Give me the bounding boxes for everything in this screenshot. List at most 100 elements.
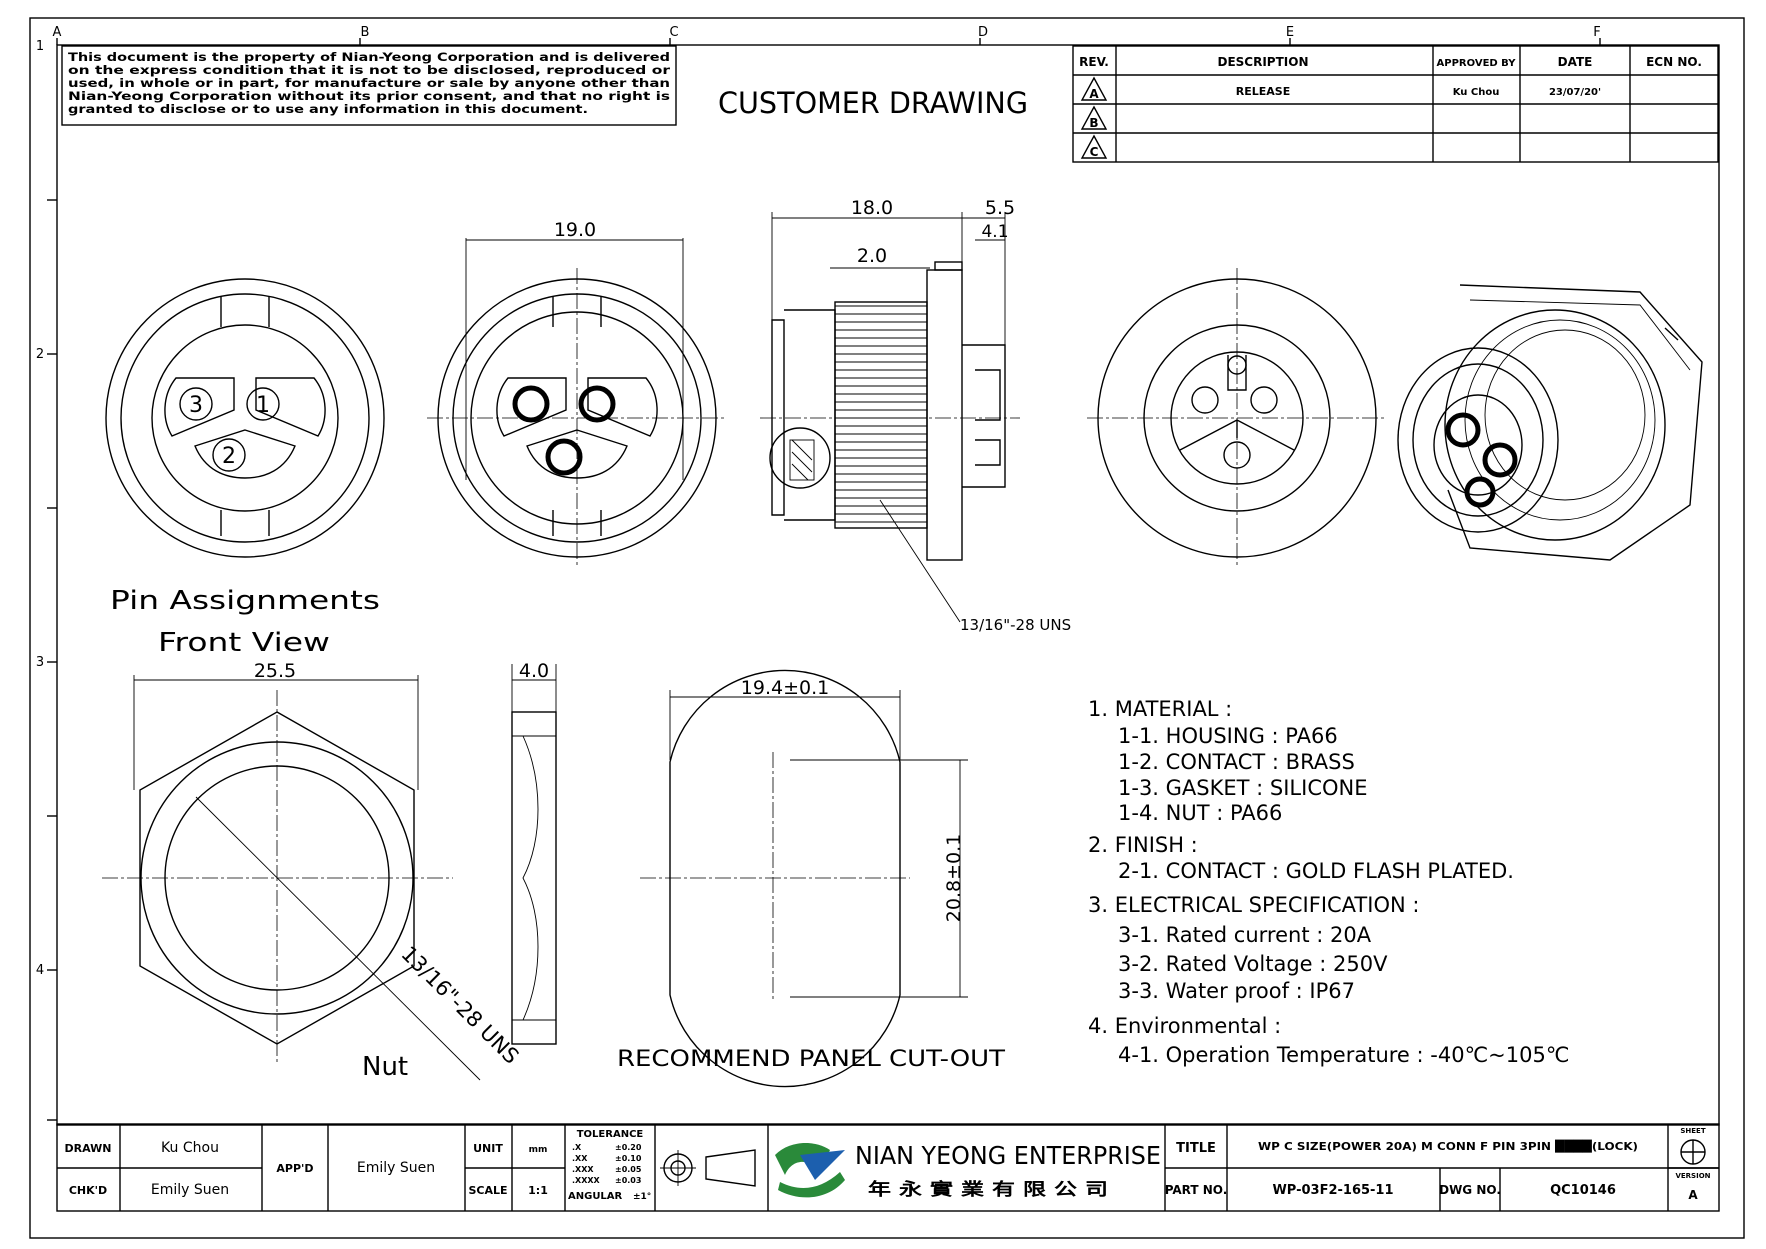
nut-thickness-dim: 4.0 (519, 660, 549, 682)
isometric-view (1397, 284, 1703, 561)
dwg-label: DWG NO. (1439, 1183, 1501, 1197)
side-view (760, 212, 1020, 623)
spec-line: 1-2. CONTACT : BRASS (1118, 750, 1355, 774)
version-label: VERSION (1675, 1172, 1710, 1180)
svg-text:used, in whole or in part, for: used, in whole or in part, for manufactu… (68, 76, 670, 90)
thread-spec-label: 13/16"-28 UNS (960, 616, 1071, 634)
notice-box (61, 45, 677, 126)
nut-caption: Nut (362, 1052, 408, 1082)
spec-line: 4-1. Operation Temperature : -40℃~105℃ (1118, 1043, 1569, 1067)
approved-value: Emily Suen (357, 1160, 435, 1176)
spec-line: 1-1. HOUSING : PA66 (1118, 724, 1338, 748)
unit-label: UNIT (473, 1142, 503, 1155)
approved-label: APP'D (276, 1162, 313, 1175)
spec-line: 4. Environmental : (1088, 1014, 1281, 1038)
front-view-caption: Front View (158, 628, 330, 658)
rev-a-description: RELEASE (1236, 85, 1290, 98)
approved-header: APPROVED BY (1437, 58, 1517, 69)
spec-notes: 1. MATERIAL : 1-1. HOUSING : PA66 1-2. C… (1088, 697, 1569, 1067)
nut-side-view (511, 664, 557, 1045)
sheet-label: SHEET (1680, 1127, 1705, 1135)
angular-label: ANGULAR (568, 1191, 623, 1202)
title-value: WP C SIZE(POWER 20A) M CONN F PIN 3PIN █… (1258, 1139, 1638, 1153)
grid-row-labels: 1 2 3 4 (36, 39, 44, 978)
company-logo-icon (775, 1143, 845, 1198)
pin-assignments-caption: Pin Assignments (110, 586, 380, 616)
tol-key: .X (572, 1143, 582, 1152)
grid-col-f: F (1593, 25, 1600, 40)
tol-value: ±0.10 (615, 1154, 642, 1163)
side-dim-4-1: 4.1 (981, 222, 1008, 242)
spec-line: 2-1. CONTACT : GOLD FLASH PLATED. (1118, 859, 1514, 883)
ecn-header: ECN NO. (1646, 55, 1702, 69)
grid-row-4: 4 (36, 963, 44, 978)
svg-text:granted to disclose or to use: granted to disclose or to use any inform… (68, 102, 588, 116)
notice-text: This document is the property of Nian-Ye… (68, 50, 670, 116)
tol-key: .XXX (572, 1165, 594, 1174)
drawn-value: Ku Chou (161, 1140, 219, 1156)
cutout-height-dim: 20.8±0.1 (943, 834, 965, 922)
spec-line: 1-3. GASKET : SILICONE (1118, 776, 1368, 800)
spec-line: 3-2. Rated Voltage : 250V (1118, 952, 1388, 976)
rev-b-triangle-icon (1080, 105, 1108, 130)
tol-value: ±0.20 (615, 1143, 642, 1152)
spec-line: 3-1. Rated current : 20A (1118, 923, 1372, 947)
tol-value: ±0.05 (615, 1165, 642, 1174)
rev-a-approved: Ku Chou (1453, 87, 1500, 98)
rev-b-label: B (1089, 116, 1098, 130)
company-name-cn: 年 永 實 業 有 限 公 司 (868, 1179, 1108, 1200)
version-value: A (1688, 1188, 1698, 1202)
cutout-caption: RECOMMEND PANEL CUT-OUT (617, 1047, 1006, 1072)
title-block: DRAWN Ku Chou CHK'D Emily Suen APP'D Emi… (56, 1123, 1720, 1212)
tolerance-label: TOLERANCE (577, 1129, 644, 1140)
title-label: TITLE (1176, 1141, 1216, 1156)
cutout-width-dim: 19.4±0.1 (741, 677, 829, 699)
grid-col-d: D (978, 25, 988, 40)
rear-view (1087, 268, 1387, 568)
grid-col-b: B (361, 25, 370, 40)
rev-a-triangle-icon (1080, 76, 1108, 101)
grid-col-e: E (1286, 25, 1294, 40)
rev-a-date: 23/07/20' (1549, 87, 1601, 98)
front-view (427, 238, 727, 568)
checked-value: Emily Suen (151, 1182, 229, 1198)
tol-key: .XXXX (572, 1176, 601, 1185)
svg-text:Nian-Yeong Corporation without: Nian-Yeong Corporation without its prior… (68, 89, 670, 103)
tol-key: .XX (572, 1154, 588, 1163)
part-value: WP-03F2-165-11 (1272, 1183, 1393, 1198)
nut-thread-label: 13/16"-28 UNS (396, 942, 523, 1069)
spec-line: 1. MATERIAL : (1088, 697, 1232, 721)
drawn-label: DRAWN (65, 1142, 112, 1155)
side-dim-2: 2.0 (857, 245, 887, 267)
angular-value: ±1° (633, 1192, 651, 1202)
projection-cone-icon (705, 1149, 756, 1187)
side-dim-5-5: 5.5 (985, 197, 1015, 219)
part-label: PART NO. (1165, 1183, 1228, 1197)
rev-c-triangle-icon (1080, 134, 1108, 159)
pin-assignment-view: 3 1 2 (105, 278, 385, 558)
svg-text:on the express condition that: on the express condition that it is not … (68, 63, 670, 77)
scale-label: SCALE (468, 1184, 507, 1197)
grid-row-2: 2 (36, 347, 44, 362)
drawing-heading: CUSTOMER DRAWING (718, 86, 1028, 120)
grid-column-labels: A B C D E F (53, 25, 1601, 40)
spec-line: 1-4. NUT : PA66 (1118, 801, 1282, 825)
spec-line: 2. FINISH : (1088, 833, 1198, 857)
date-header: DATE (1558, 55, 1593, 69)
nut-dim-25-5: 25.5 (254, 660, 296, 682)
grid-row-1: 1 (36, 39, 44, 54)
rev-header: REV. (1079, 55, 1109, 69)
tol-value: ±0.03 (615, 1176, 641, 1185)
grid-col-a: A (53, 25, 62, 40)
scale-value: 1:1 (528, 1184, 548, 1197)
panel-cutout-view (640, 669, 968, 1088)
grid-col-c: C (669, 25, 678, 40)
side-dim-18: 18.0 (851, 197, 893, 219)
dwg-value: QC10146 (1550, 1183, 1616, 1198)
nut-view (102, 675, 481, 1081)
revision-table: REV. DESCRIPTION APPROVED BY DATE ECN NO… (1072, 45, 1719, 163)
spec-line: 3-3. Water proof : IP67 (1118, 979, 1355, 1003)
pin-3-label: 3 (189, 393, 203, 418)
svg-text:This document is the property: This document is the property of Nian-Ye… (68, 50, 670, 64)
